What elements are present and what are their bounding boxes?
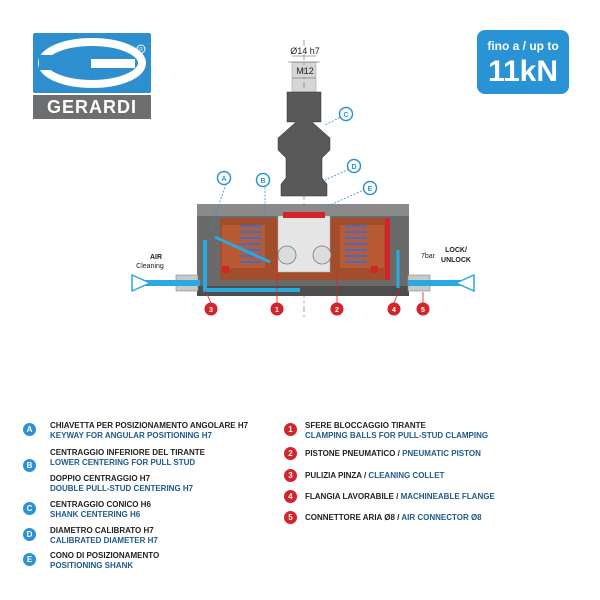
callout-D: D <box>346 158 362 174</box>
callout-4: 4 <box>387 302 401 316</box>
legend-key-4: 4 <box>284 490 297 503</box>
load-capacity-badge: fino a / up to 11kN <box>477 30 569 94</box>
legend-5-line: CONNETTORE ARIA Ø8 / AIR CONNECTOR Ø8 <box>305 513 482 523</box>
svg-text:4: 4 <box>392 307 396 314</box>
legend-E-en: POSITIONING SHANK <box>50 561 134 570</box>
legend-B-it2: DOPPIO CENTRAGGIO H7 <box>50 474 151 483</box>
legend-C-it: CENTRAGGIO CONICO H6 <box>50 500 151 509</box>
svg-text:C: C <box>343 112 348 119</box>
legend-3-it: PULIZIA PINZA / <box>305 471 367 480</box>
callout-5: 5 <box>416 302 430 316</box>
callout-1: 1 <box>270 302 284 316</box>
legend-key-D: D <box>23 528 36 541</box>
callout-3: 3 <box>204 302 218 316</box>
legend-4-en: MACHINEABLE FLANGE <box>400 492 495 501</box>
logo-wordmark: GERARDI <box>33 95 151 119</box>
clamping-module-body <box>197 204 409 296</box>
legend-key-A: A <box>23 423 36 436</box>
legend-A-it: CHIAVETTA PER POSIZIONAMENTO ANGOLARE H7 <box>50 421 249 430</box>
legend-5-en: AIR CONNECTOR Ø8 <box>401 513 482 522</box>
legend-3-en: CLEANING COLLET <box>368 471 445 480</box>
air-cleaning-inlet <box>131 273 200 293</box>
legend-C-en: SHANK CENTERING H6 <box>50 510 141 519</box>
legend-A-en: KEYWAY FOR ANGULAR POSITIONING H7 <box>50 431 212 440</box>
legend-E-it: CONO DI POSIZIONAMENTO <box>50 551 160 560</box>
svg-text:D: D <box>351 164 356 171</box>
legend-key-C: C <box>23 502 36 515</box>
legend-B-en2: DOUBLE PULL-STUD CENTERING H7 <box>50 484 194 493</box>
legend-2-en: PNEUMATIC PISTON <box>402 449 481 458</box>
legend-4-it: FLANGIA LAVORABILE / <box>305 492 399 501</box>
legend-key-5: 5 <box>284 511 297 524</box>
legend-B-en: LOWER CENTERING FOR PULL STUD <box>50 458 196 467</box>
air-label: AIR <box>150 254 162 261</box>
unlock-label: UNLOCK <box>441 257 471 264</box>
diameter-label: Ø14 h7 <box>290 46 320 56</box>
callout-B: B <box>255 172 271 188</box>
callout-E: E <box>362 180 378 196</box>
legend-key-1: 1 <box>284 423 297 436</box>
legend-4-line: FLANGIA LAVORABILE / MACHINEABLE FLANGE <box>305 492 495 502</box>
callout-C: C <box>338 106 354 122</box>
legend-key-2: 2 <box>284 447 297 460</box>
svg-text:A: A <box>221 176 226 183</box>
lock-unlock-inlet <box>407 273 475 293</box>
cleaning-label: Cleaning <box>136 263 164 270</box>
thread-label: M12 <box>296 66 314 76</box>
callout-A: A <box>216 170 232 186</box>
svg-text:E: E <box>368 186 373 193</box>
badge-subtitle: fino a / up to <box>487 39 559 53</box>
legend-D-it: DIAMETRO CALIBRATO H7 <box>50 526 154 535</box>
legend-key-B: B <box>23 459 36 472</box>
legend-1-en: CLAMPING BALLS FOR PULL-STUD CLAMPING <box>305 431 489 440</box>
legend-D-en: CALIBRATED DIAMETER H7 <box>50 536 158 545</box>
logo-mark: R <box>33 33 151 93</box>
legend-1-it: SFERE BLOCCAGGIO TIRANTE <box>305 421 426 430</box>
legend-2-it: PISTONE PNEUMATICO / <box>305 449 400 458</box>
svg-text:5: 5 <box>421 307 425 314</box>
gerardi-logo: R GERARDI <box>33 33 151 119</box>
svg-text:1: 1 <box>275 307 279 314</box>
legend-3-line: PULIZIA PINZA / CLEANING COLLET <box>305 471 444 481</box>
svg-text:B: B <box>260 178 265 185</box>
svg-text:R: R <box>139 47 143 53</box>
legend-5-it: CONNETTORE ARIA Ø8 / <box>305 513 400 522</box>
svg-text:3: 3 <box>209 307 213 314</box>
legend-2-line: PISTONE PNEUMATICO / PNEUMATIC PISTON <box>305 449 481 459</box>
callout-2: 2 <box>330 302 344 316</box>
pressure-label: 7bar <box>421 253 436 260</box>
legend-key-E: E <box>23 553 36 566</box>
legend-key-3: 3 <box>284 469 297 482</box>
legend-B-it: CENTRAGGIO INFERIORE DEL TIRANTE <box>50 448 205 457</box>
svg-text:2: 2 <box>335 307 339 314</box>
badge-value: 11kN <box>487 55 559 88</box>
g-logo-icon: R <box>38 38 146 88</box>
lock-label: LOCK/ <box>445 247 467 254</box>
